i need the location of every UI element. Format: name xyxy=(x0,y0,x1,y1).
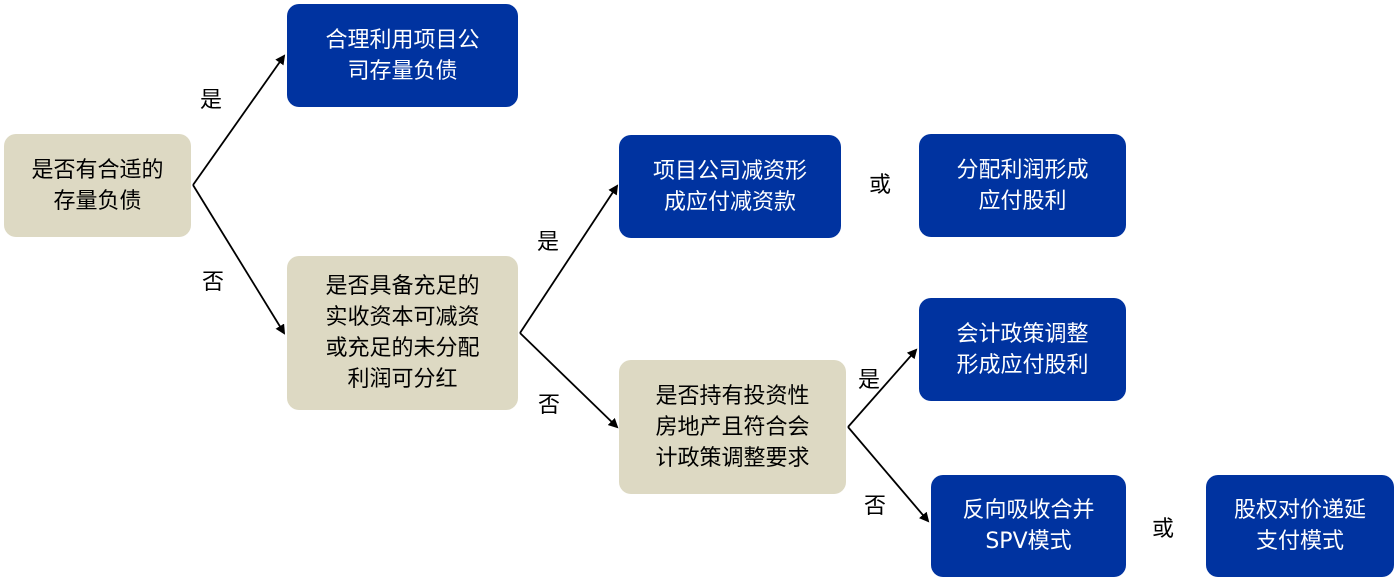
decision-investment-property: 是否持有投资性 房地产且符合会 计政策调整要求 xyxy=(619,360,846,494)
arrow-q1-to-r1 xyxy=(192,54,286,186)
outcome-capital-reduction: 项目公司减资形 成应付减资款 xyxy=(619,135,841,238)
arrow-q2-to-q3 xyxy=(519,332,619,429)
edge-label-q3-yes: 是 xyxy=(858,368,881,393)
edge-label-q1-yes: 是 xyxy=(200,88,223,113)
outcome-use-existing-debt: 合理利用项目公 司存量负债 xyxy=(287,4,518,107)
edge-label-q2-yes: 是 xyxy=(537,230,560,255)
arrow-q3-to-r5 xyxy=(847,426,930,523)
outcome-deferred-equity-payment: 股权对价递延 支付模式 xyxy=(1206,475,1394,577)
connector-or-1: 或 xyxy=(869,173,892,198)
arrow-q3-to-r4 xyxy=(847,348,918,428)
edge-label-q3-no: 否 xyxy=(864,494,887,519)
outcome-reverse-merger-spv: 反向吸收合并 SPV模式 xyxy=(931,475,1126,577)
outcome-profit-distribution: 分配利润形成 应付股利 xyxy=(919,134,1126,237)
decision-has-existing-debt: 是否有合适的 存量负债 xyxy=(4,134,191,237)
arrow-q1-to-q2 xyxy=(192,184,286,335)
edge-label-q2-no: 否 xyxy=(538,393,561,418)
connector-or-2: 或 xyxy=(1152,517,1175,542)
edge-label-q1-no: 否 xyxy=(202,270,225,295)
outcome-accounting-policy-adjustment: 会计政策调整 形成应付股利 xyxy=(919,298,1126,401)
arrow-q2-to-r2 xyxy=(519,184,619,334)
decision-capital-or-profit: 是否具备充足的 实收资本可减资 或充足的未分配 利润可分红 xyxy=(287,256,518,410)
